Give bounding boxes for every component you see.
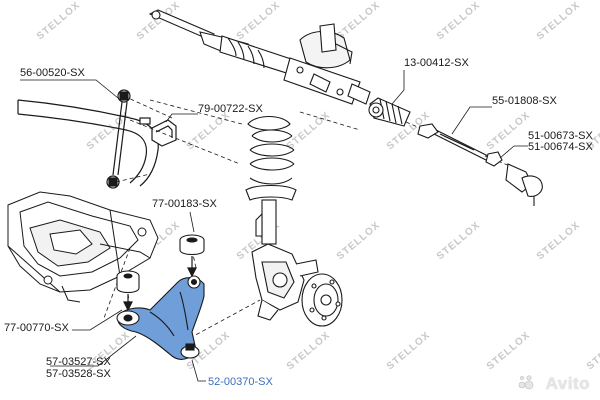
steering-rack xyxy=(148,9,371,105)
watermark-text: STELLOX xyxy=(585,330,600,373)
watermark-text: STELLOX xyxy=(235,0,283,42)
part-label-57-03527: 57-03527-SX xyxy=(46,356,111,368)
watermark-text: STELLOX xyxy=(285,330,333,373)
subframe xyxy=(7,191,159,303)
part-label-52-00370: 52-00370-SX xyxy=(208,376,273,388)
tie-rod-nut xyxy=(485,151,503,167)
watermark-text: STELLOX xyxy=(285,110,333,153)
part-label-51-00674: 51-00674-SX xyxy=(528,141,593,153)
watermark-text: STELLOX xyxy=(185,110,233,153)
part-label-57-03528: 57-03528-SX xyxy=(46,368,111,380)
part-label-77-00183: 77-00183-SX xyxy=(152,198,217,210)
watermark-text: STELLOX xyxy=(335,220,383,263)
stabilizer-bushing xyxy=(139,117,177,147)
part-label-56-00520: 56-00520-SX xyxy=(20,67,85,79)
avito-logo-icon xyxy=(518,375,534,390)
watermark-text: STELLOX xyxy=(485,330,533,373)
watermark-text: STELLOX xyxy=(535,0,583,42)
part-label-77-00770: 77-00770-SX xyxy=(4,322,69,334)
part-label-55-01808: 55-01808-SX xyxy=(492,95,557,107)
watermark-text: STELLOX xyxy=(535,220,583,263)
leader-lines xyxy=(20,70,528,382)
stabilizer-link xyxy=(106,89,131,189)
steering-boot xyxy=(368,97,411,127)
axial-tie-rod xyxy=(417,123,489,161)
watermark-text: STELLOX xyxy=(35,0,83,42)
part-label-13-00412: 13-00412-SX xyxy=(404,57,469,69)
watermark-text: STELLOX xyxy=(435,0,483,42)
watermark-text: STELLOX xyxy=(385,330,433,373)
part-label-79-00722: 79-00722-SX xyxy=(198,103,263,115)
control-arm-bushing-front xyxy=(116,270,140,294)
tie-rod-end xyxy=(505,163,543,206)
wheel-hub xyxy=(301,273,343,327)
watermark-text: STELLOX xyxy=(335,0,383,42)
assembly-arrows xyxy=(123,256,197,312)
part-label-51-00673: 51-00673-SX xyxy=(528,130,593,142)
lower-control-arm xyxy=(116,275,205,360)
control-arm-bushing-rear xyxy=(179,234,205,256)
strut-assembly xyxy=(245,115,297,245)
steering-knuckle xyxy=(251,243,319,321)
watermark-text: STELLOX xyxy=(435,220,483,263)
avito-watermark: Avito xyxy=(545,374,590,393)
